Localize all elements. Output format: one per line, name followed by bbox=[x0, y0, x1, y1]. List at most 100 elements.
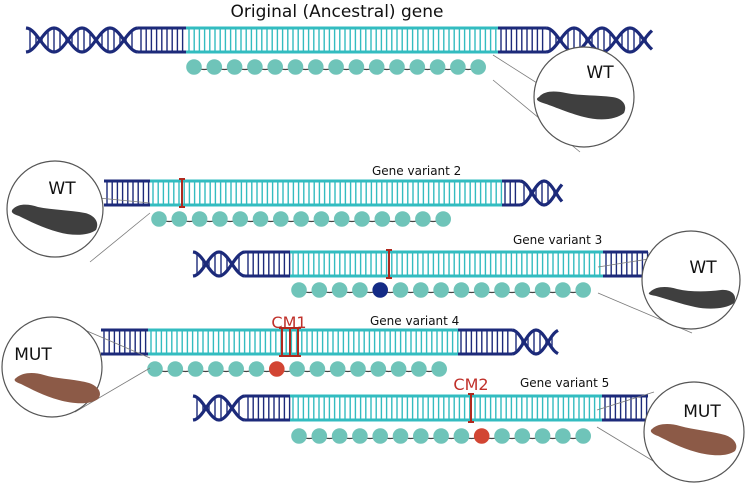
amino-acid-bead bbox=[350, 361, 366, 377]
helix-strand bbox=[192, 394, 246, 422]
phenotype-label-original: WT bbox=[586, 63, 614, 83]
amino-acid-bead bbox=[372, 282, 389, 298]
amino-acid-bead bbox=[208, 361, 224, 377]
mutation-label-cm2: CM2 bbox=[453, 375, 488, 394]
amino-acid-bead bbox=[354, 211, 370, 227]
helix-strand bbox=[511, 328, 559, 356]
amino-acid-bead bbox=[534, 428, 551, 444]
helix-strand bbox=[192, 250, 246, 278]
amino-acid-bead bbox=[212, 211, 228, 227]
amino-acid-bead bbox=[293, 211, 309, 227]
amino-acid-bead bbox=[333, 211, 350, 227]
amino-acid-bead bbox=[329, 361, 346, 377]
peptide-backbone bbox=[158, 218, 444, 223]
amino-acid-bead bbox=[389, 59, 405, 75]
amino-acid-bead bbox=[331, 428, 348, 444]
peptide-backbone bbox=[298, 289, 584, 294]
wt-seed-pod-icon bbox=[11, 204, 98, 235]
phenotype-label-variant-4: MUT bbox=[14, 345, 52, 365]
peptide-backbone bbox=[154, 368, 440, 373]
diagram-title: Original (Ancestral) gene bbox=[231, 2, 444, 22]
amino-acid-bead bbox=[269, 361, 285, 377]
amino-acid-bead bbox=[289, 361, 305, 377]
mut-seed-pod-icon bbox=[14, 373, 100, 404]
amino-acid-bead bbox=[328, 59, 344, 75]
helix-strand bbox=[545, 26, 654, 54]
label-gene-variant-4: Gene variant 4 bbox=[370, 314, 459, 328]
amino-acid-bead bbox=[534, 282, 551, 298]
amino-acid-bead bbox=[433, 282, 449, 298]
amino-acid-bead bbox=[226, 59, 243, 75]
helix-strand bbox=[511, 328, 559, 356]
amino-acid-bead bbox=[348, 59, 365, 75]
amino-acid-bead bbox=[273, 211, 289, 227]
amino-acid-bead bbox=[151, 211, 167, 227]
amino-acid-bead bbox=[187, 361, 204, 377]
amino-acid-bead bbox=[394, 211, 411, 227]
amino-acid-bead bbox=[368, 59, 385, 75]
amino-acid-bead bbox=[450, 59, 466, 75]
dna-variant-5 bbox=[192, 393, 648, 423]
dna-original bbox=[25, 26, 654, 54]
amino-acid-bead bbox=[311, 282, 328, 298]
amino-acid-bead bbox=[352, 428, 368, 444]
amino-acid-bead bbox=[411, 361, 427, 377]
amino-acid-bead bbox=[147, 361, 163, 377]
callout-original: WT bbox=[533, 46, 635, 148]
amino-acid-bead bbox=[372, 428, 389, 444]
amino-acid-bead bbox=[232, 211, 248, 227]
amino-acid-bead bbox=[494, 282, 510, 298]
amino-acid-bead bbox=[313, 211, 330, 227]
amino-acid-bead bbox=[415, 211, 431, 227]
mut-seed-pod-icon bbox=[650, 424, 737, 456]
amino-acid-bead bbox=[473, 428, 490, 444]
amino-acid-bead bbox=[409, 59, 426, 75]
amino-acid-bead bbox=[311, 428, 328, 444]
amino-acid-bead bbox=[453, 282, 470, 298]
amino-chain-variant-2 bbox=[151, 211, 452, 227]
wt-seed-pod-icon bbox=[536, 91, 626, 120]
amino-acid-bead bbox=[575, 282, 591, 298]
amino-acid-bead bbox=[431, 361, 448, 377]
amino-acid-bead bbox=[291, 282, 307, 298]
amino-acid-bead bbox=[374, 211, 391, 227]
amino-acid-bead bbox=[435, 211, 452, 227]
amino-acid-bead bbox=[167, 361, 184, 377]
dna-variant-2 bbox=[104, 178, 564, 208]
amino-acid-bead bbox=[555, 428, 571, 444]
amino-acid-bead bbox=[413, 282, 429, 298]
amino-acid-bead bbox=[248, 361, 265, 377]
amino-acid-bead bbox=[470, 59, 487, 75]
amino-acid-bead bbox=[429, 59, 446, 75]
amino-acid-bead bbox=[191, 211, 208, 227]
callout-variant-4: MUT bbox=[1, 316, 103, 418]
amino-chain-original bbox=[186, 59, 487, 75]
label-gene-variant-5: Gene variant 5 bbox=[520, 376, 609, 390]
callout-variant-3: WT bbox=[641, 230, 741, 330]
amino-chain-variant-5 bbox=[291, 428, 591, 444]
amino-acid-bead bbox=[390, 361, 407, 377]
wt-seed-pod-icon bbox=[648, 287, 736, 309]
phenotype-label-variant-3: WT bbox=[689, 258, 717, 278]
amino-acid-bead bbox=[206, 59, 223, 75]
callout-variant-5: MUT bbox=[643, 381, 745, 483]
amino-acid-bead bbox=[453, 428, 470, 444]
helix-strand bbox=[519, 179, 564, 207]
helix-strand bbox=[25, 26, 139, 54]
peptide-backbone bbox=[298, 435, 584, 440]
label-gene-variant-3: Gene variant 3 bbox=[513, 233, 602, 247]
amino-chain-variant-4 bbox=[147, 361, 448, 377]
amino-acid-bead bbox=[171, 211, 188, 227]
amino-acid-bead bbox=[287, 59, 304, 75]
amino-acid-bead bbox=[514, 282, 531, 298]
amino-acid-bead bbox=[291, 428, 307, 444]
amino-acid-bead bbox=[370, 361, 387, 377]
amino-acid-bead bbox=[555, 282, 571, 298]
amino-acid-bead bbox=[308, 59, 324, 75]
amino-acid-bead bbox=[247, 59, 263, 75]
dna-variant-4 bbox=[101, 327, 559, 357]
peptide-backbone bbox=[193, 66, 479, 71]
helix-strand bbox=[192, 250, 246, 278]
callout-variant-2: WT bbox=[6, 160, 104, 258]
helix-strand bbox=[192, 394, 246, 422]
